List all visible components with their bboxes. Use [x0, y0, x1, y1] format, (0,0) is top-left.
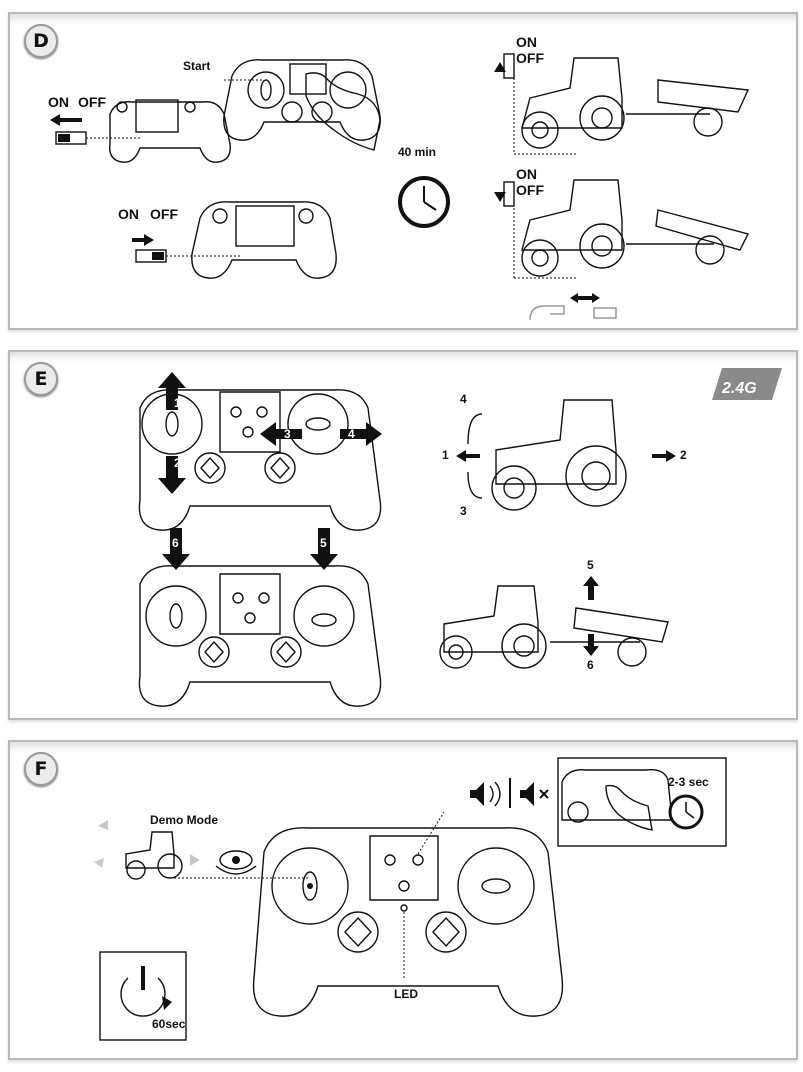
speaker-mute-icon [520, 782, 549, 806]
clock-icon [668, 794, 704, 830]
tractor-top-on-label: ON [516, 34, 537, 50]
section-e-graphic [138, 368, 782, 707]
led-label: LED [394, 987, 418, 1001]
trailer-label-6: 6 [587, 658, 594, 672]
control-label-3: 3 [284, 427, 291, 441]
tractor-bottom-off-label: OFF [516, 182, 544, 198]
switch-bottom-on-label: ON [118, 206, 139, 222]
direction-label-3: 3 [460, 504, 467, 518]
section-d-badge: D [24, 24, 58, 58]
trailer-label-5: 5 [587, 558, 594, 572]
control-label-1: 1 [174, 396, 181, 410]
tractor-bottom-on-label: ON [516, 166, 537, 182]
power-icon [120, 966, 172, 1017]
switch-bottom-off-label: OFF [150, 206, 178, 222]
demo-mode-label: Demo Mode [150, 813, 219, 827]
section-f-badge: F [24, 752, 58, 786]
control-label-2: 2 [174, 456, 181, 470]
switch-left-off-label: OFF [78, 94, 106, 110]
switch-left-graphic [50, 53, 750, 321]
control-label-4: 4 [348, 427, 355, 441]
direction-label-2: 2 [680, 448, 687, 462]
switch-left-on-label: ON [48, 94, 69, 110]
speaker-on-icon [470, 781, 501, 807]
section-e-badge: E [24, 362, 58, 396]
eye-rotate-icon [215, 850, 257, 875]
direction-label-4: 4 [460, 392, 467, 406]
logo-2-4g: 2.4G [722, 380, 757, 397]
section-f-graphic [94, 757, 727, 1041]
tractor-top-off-label: OFF [516, 50, 544, 66]
timer-label: 40 min [398, 145, 437, 159]
hold-time-label: 2-3 sec [668, 775, 709, 789]
direction-label-1: 1 [442, 448, 449, 462]
section-e-panel: E [8, 350, 798, 720]
section-f-panel: F [8, 740, 798, 1060]
control-label-5: 5 [320, 536, 327, 550]
auto-off-label: 60sec [152, 1017, 186, 1031]
start-label: Start [183, 59, 211, 73]
control-label-6: 6 [172, 536, 179, 550]
section-d-panel: D ON OFF [8, 12, 798, 330]
